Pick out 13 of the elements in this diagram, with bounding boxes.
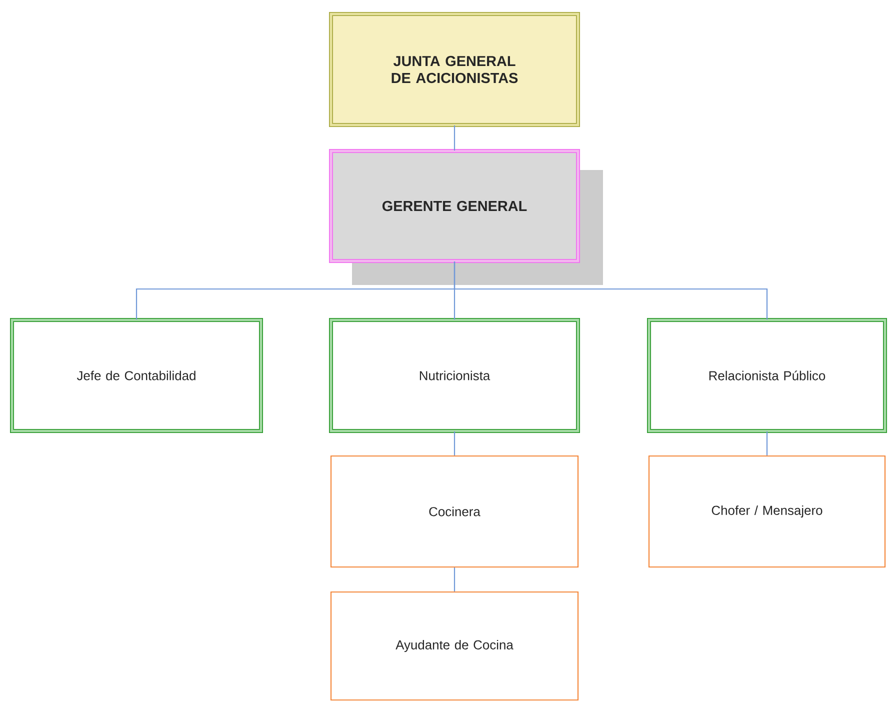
manager-box: GERENTE GENERAL [329,149,603,285]
department-box: Jefe de Contabilidad [10,318,263,433]
department-box: Nutricionista [329,318,580,433]
staff-box: Chofer / Mensajero [648,455,886,568]
connector-line [454,568,456,592]
connector-line [454,125,456,151]
connector-line [766,431,768,456]
connector-line [454,261,768,320]
connector-line [454,431,456,456]
board-box: JUNTA GENERAL DE ACICIONISTAS [329,12,580,127]
staff-box: Ayudante de Cocina [330,591,579,701]
staff-box: Cocinera [330,455,579,568]
department-box: Relacionista Público [647,318,887,433]
